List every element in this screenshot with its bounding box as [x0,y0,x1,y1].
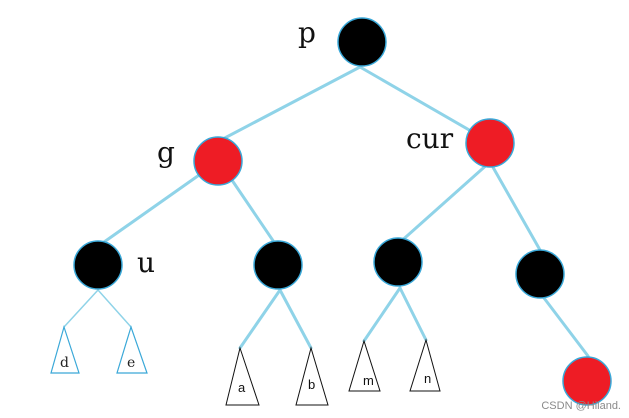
node-g-right [253,240,303,290]
node-cur-right-right [562,356,612,406]
edges [63,65,590,358]
edge-g-right-a [238,288,282,350]
subtree-d-label: d [60,355,69,371]
node-u [73,240,123,290]
edge-cur-cur-left [396,160,492,246]
subtree-e-triangle [116,325,148,374]
edge-cur-cur-right [488,160,542,252]
edge-g-right-b [278,288,313,350]
subtree-a: a [225,346,260,406]
watermark: CSDN @Hiland. [541,400,621,412]
subtree-b-triangle [295,346,329,406]
subtree-n-label: n [424,371,431,386]
node-cur-left [373,237,423,287]
subtree-d: d [50,324,80,374]
subtree-n: n [409,338,441,392]
edge-cur-left-n [398,286,428,342]
subtree-e: e [116,325,148,374]
edge-cur-right-cur-right-right [542,296,590,358]
subtree-a-triangle [225,346,260,406]
node-cur-right [515,249,565,299]
label-u: u [137,246,155,279]
subtree-n-triangle [409,338,441,392]
subtrees: d e a b m n [50,324,441,406]
subtree-e-label: e [127,355,135,371]
label-g: g [157,136,175,169]
label-cur: cur [406,122,454,155]
node-g [193,136,243,186]
edge-p-g [217,65,362,143]
subtree-b-label: b [308,377,315,392]
edge-cur-left-m [362,286,402,343]
subtree-b: b [295,346,329,406]
node-labels: p g cur u [137,16,454,279]
subtree-m-label: m [363,373,374,388]
label-p: p [298,16,316,49]
subtree-d-triangle [50,324,80,374]
edge-u-d [63,289,99,328]
subtree-m: m [348,339,381,392]
edge-u-e [97,289,132,328]
nodes [73,17,612,406]
node-p [337,17,387,67]
node-cur [465,118,515,168]
subtree-m-triangle [348,339,381,392]
subtree-a-label: a [238,380,246,395]
edge-p-cur [358,65,492,144]
